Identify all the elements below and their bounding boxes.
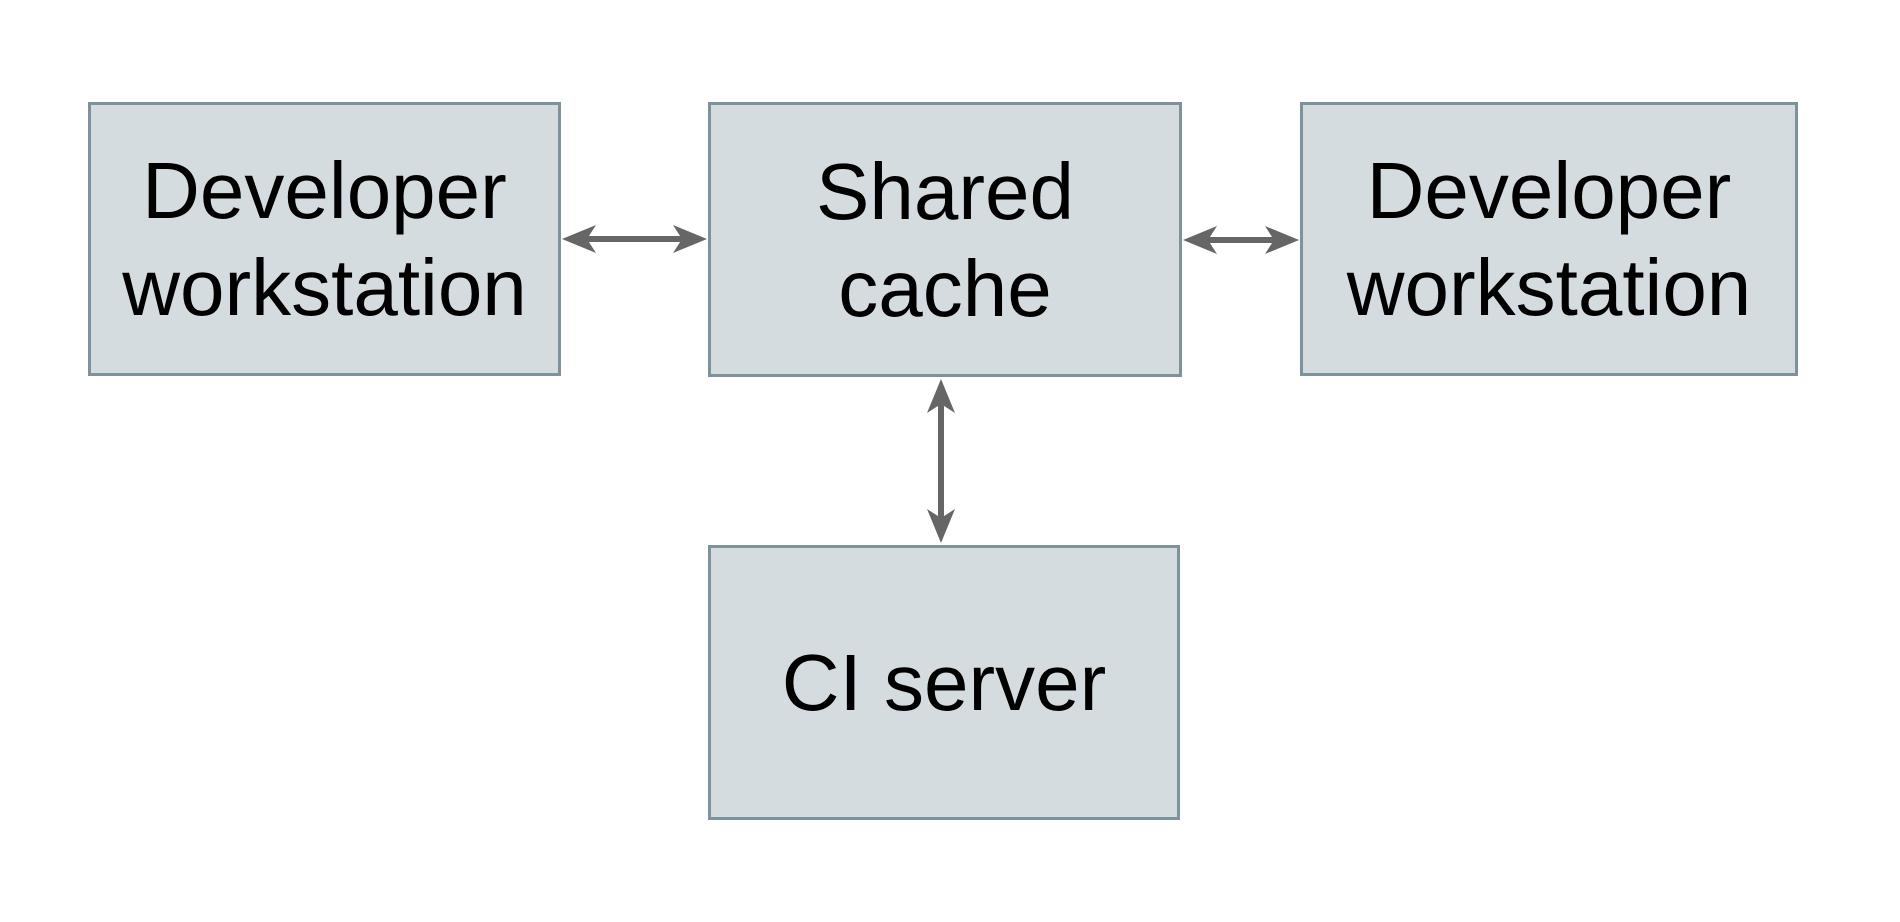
bidirectional-arrow-cache-devright	[1183, 226, 1299, 254]
node-label: CI server	[781, 638, 1107, 727]
node-label: Shared cache	[816, 146, 1074, 333]
bidirectional-arrow-devleft-cache	[562, 225, 707, 253]
node-label: Developer workstation	[122, 146, 527, 332]
node-shared-cache: Shared cache	[708, 102, 1182, 377]
node-developer-workstation-right: Developer workstation	[1300, 102, 1798, 376]
node-label: Developer workstation	[1346, 146, 1752, 332]
node-ci-server: CI server	[708, 545, 1180, 820]
bidirectional-arrow-cache-ciserver	[927, 379, 955, 543]
node-developer-workstation-left: Developer workstation	[88, 102, 561, 376]
